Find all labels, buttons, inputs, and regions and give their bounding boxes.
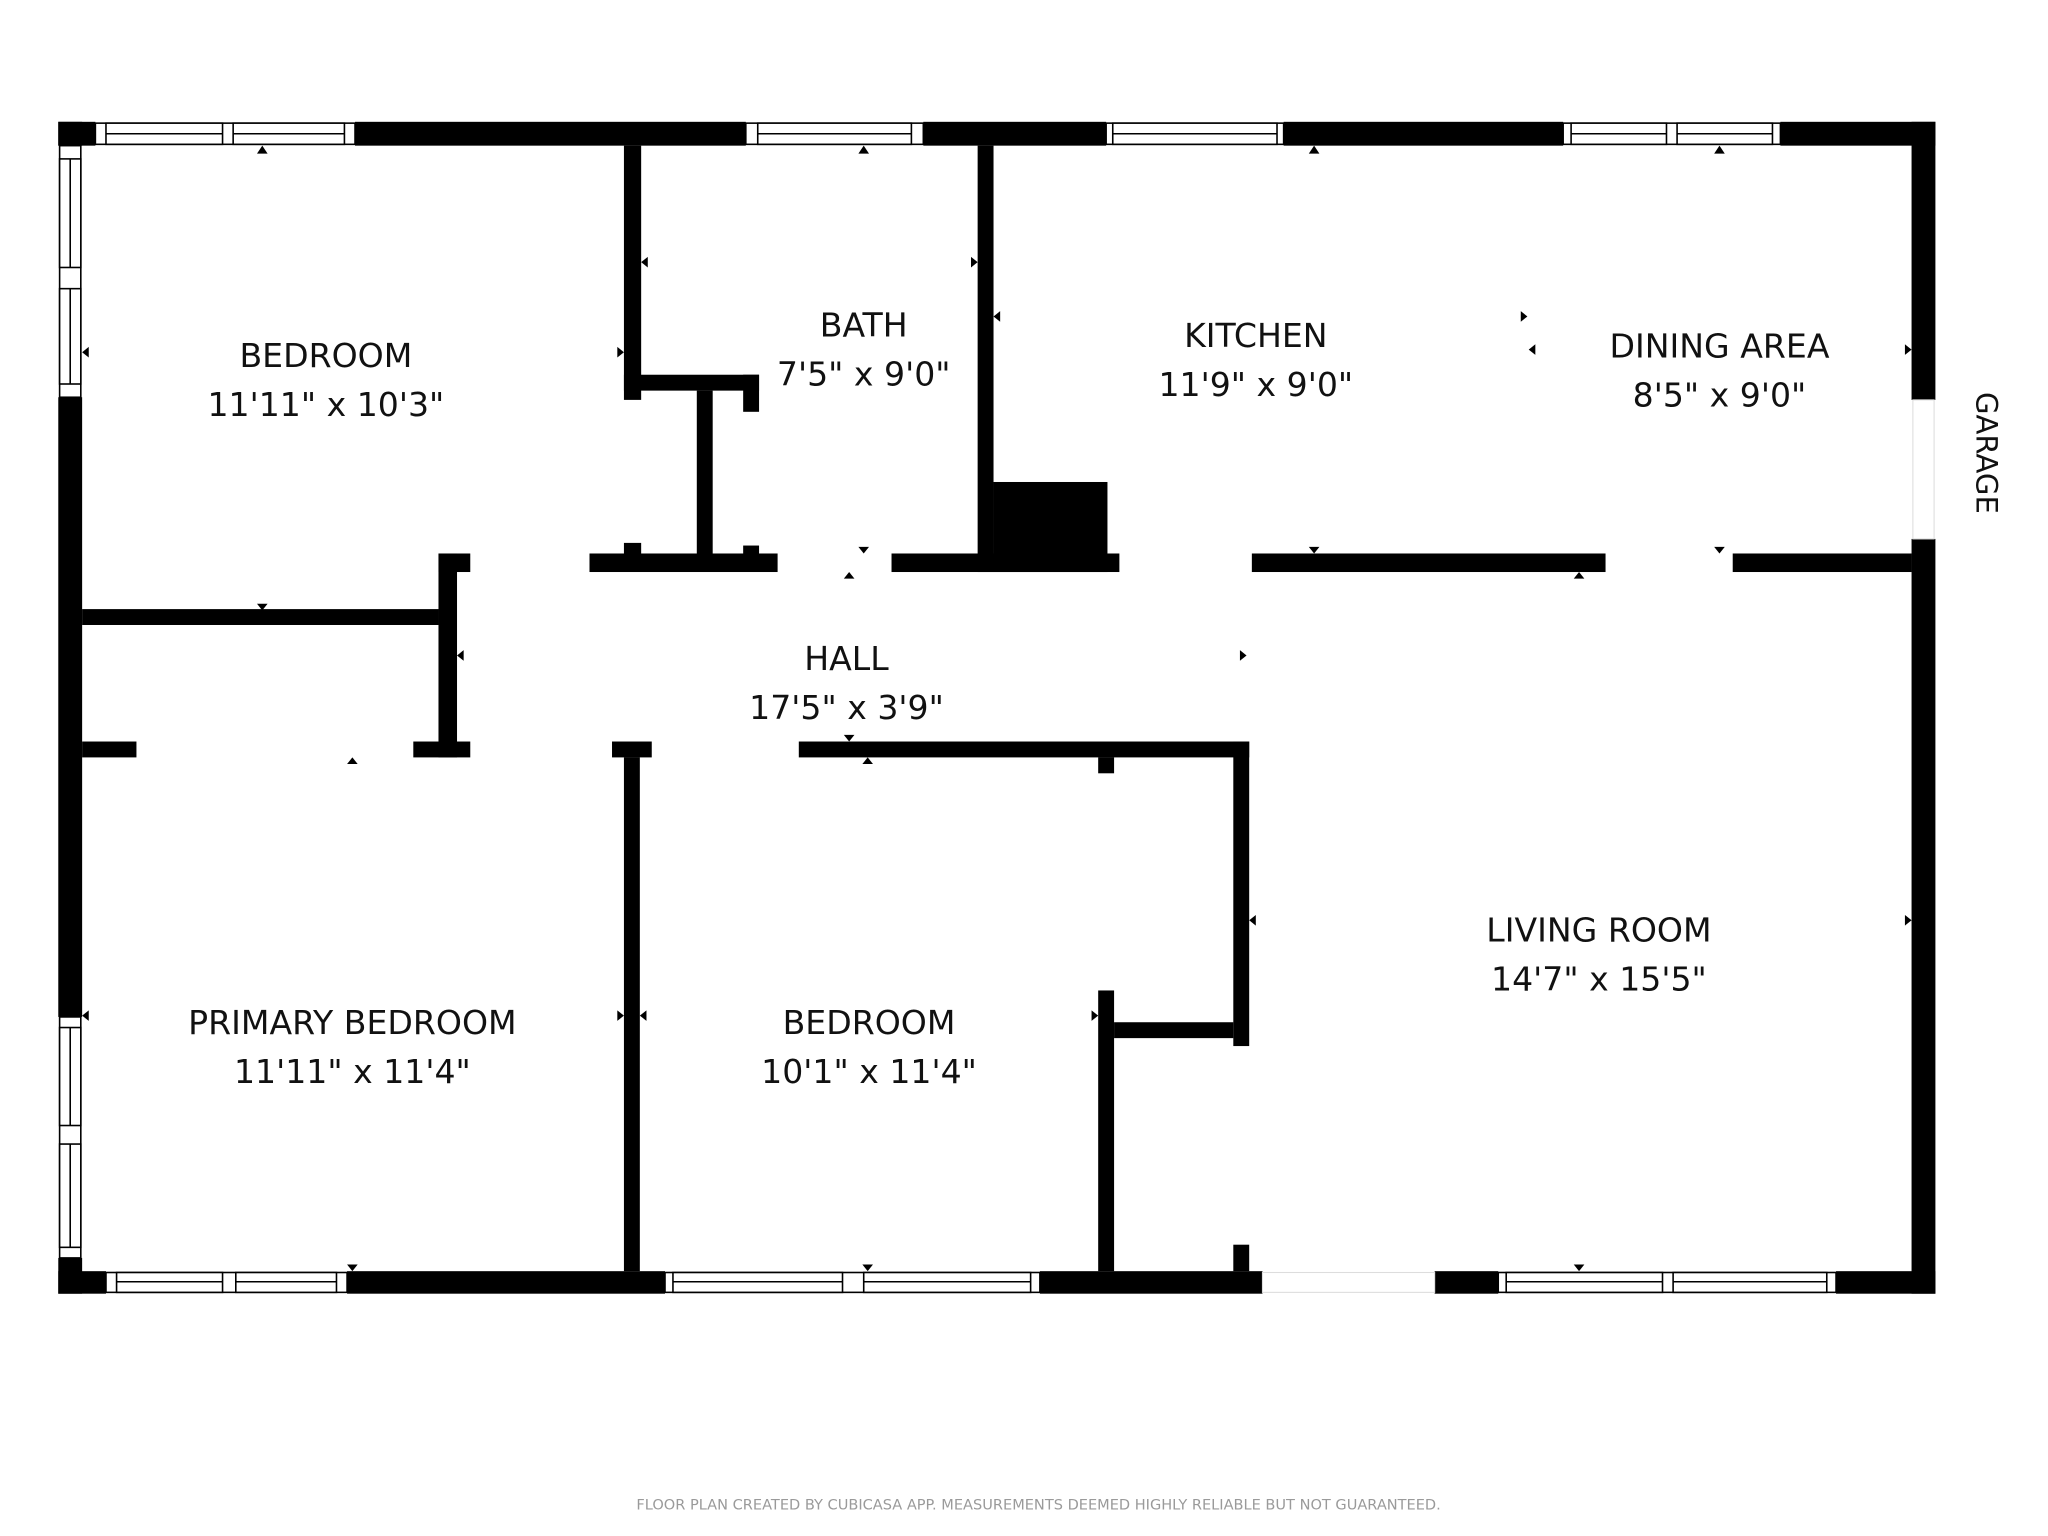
exterior-walls bbox=[58, 121, 1936, 1294]
window-bottom-living bbox=[1497, 1271, 1837, 1294]
room-name: BEDROOM bbox=[783, 1003, 956, 1042]
room-kitchen: KITCHEN 11'9" x 9'0" bbox=[1158, 316, 1353, 404]
room-dimensions: 10'1" x 11'4" bbox=[761, 1052, 977, 1091]
window-top-dining bbox=[1562, 122, 1782, 146]
room-hall: HALL 17'5" x 3'9" bbox=[749, 639, 944, 727]
window-top-bedroom bbox=[94, 122, 356, 146]
window-bottom-bedroom bbox=[664, 1271, 1041, 1294]
window-bottom-primary bbox=[105, 1271, 348, 1294]
openings bbox=[1261, 399, 1935, 1293]
room-living-room: LIVING ROOM 14'7" x 15'5" bbox=[1486, 910, 1711, 998]
room-name: BEDROOM bbox=[239, 336, 412, 375]
room-name: KITCHEN bbox=[1184, 316, 1327, 355]
room-dimensions: 8'5" x 9'0" bbox=[1633, 376, 1807, 415]
room-dimensions: 7'5" x 9'0" bbox=[777, 354, 951, 393]
dimension-markers bbox=[82, 145, 1912, 1272]
room-bath: BATH 7'5" x 9'0" bbox=[777, 305, 951, 393]
window-top-kitchen bbox=[1105, 122, 1285, 146]
garage-label: GARAGE bbox=[1969, 392, 2003, 514]
window-left-primary bbox=[58, 1016, 82, 1259]
window-left-bedroom bbox=[58, 144, 82, 399]
room-name: DINING AREA bbox=[1609, 327, 1829, 366]
room-dimensions: 14'7" x 15'5" bbox=[1491, 959, 1707, 998]
interior-walls bbox=[82, 145, 1912, 1272]
windows bbox=[58, 122, 1837, 1294]
room-dimensions: 17'5" x 3'9" bbox=[749, 688, 944, 727]
room-dimensions: 11'9" x 9'0" bbox=[1158, 365, 1353, 404]
room-name: LIVING ROOM bbox=[1486, 910, 1711, 949]
room-bedroom-lower: BEDROOM 10'1" x 11'4" bbox=[761, 1003, 977, 1091]
room-primary-bedroom: PRIMARY BEDROOM 11'11" x 11'4" bbox=[188, 1003, 516, 1091]
footer-disclaimer: FLOOR PLAN CREATED BY CUBICASA APP. MEAS… bbox=[636, 1497, 1440, 1514]
room-dimensions: 11'11" x 11'4" bbox=[234, 1052, 471, 1091]
room-name: BATH bbox=[820, 305, 908, 344]
room-bedroom-upper: BEDROOM 11'11" x 10'3" bbox=[207, 336, 444, 424]
room-dimensions: 11'11" x 10'3" bbox=[207, 385, 444, 424]
room-name: PRIMARY BEDROOM bbox=[188, 1003, 516, 1042]
room-dining-area: DINING AREA 8'5" x 9'0" bbox=[1609, 327, 1829, 415]
room-name: HALL bbox=[804, 639, 889, 678]
window-top-bath bbox=[745, 122, 925, 146]
